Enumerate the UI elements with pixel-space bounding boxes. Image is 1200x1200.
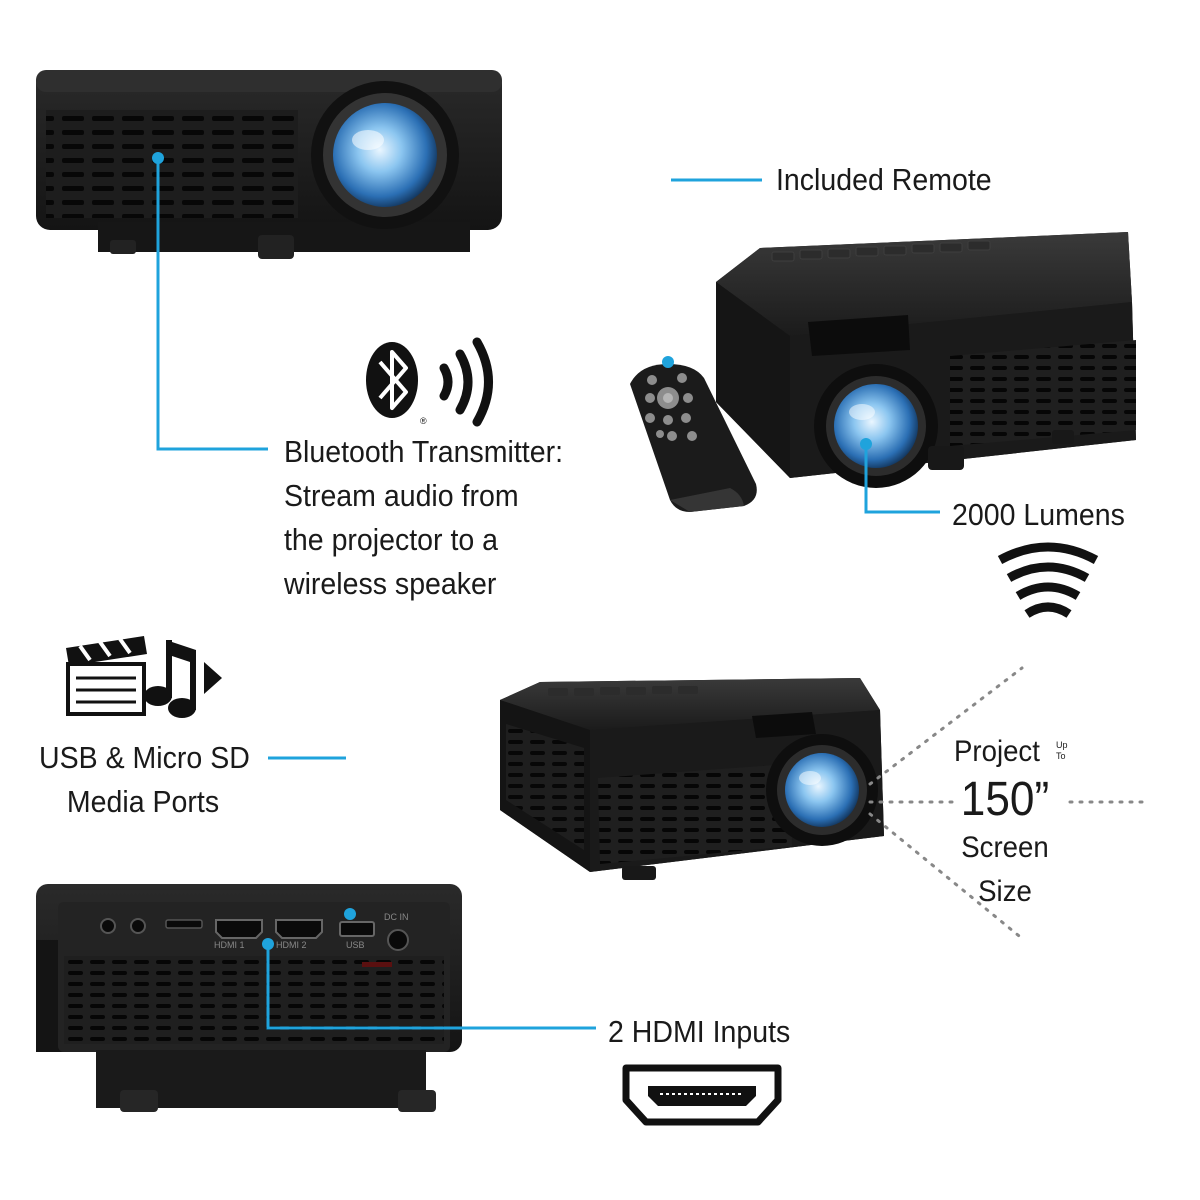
remote-callout-label: Included Remote — [776, 162, 992, 197]
projector-front-view — [36, 70, 502, 259]
remote-control — [630, 364, 757, 512]
bluetooth-callout-line-3: the projector to a — [284, 522, 499, 557]
screen-size-value: 150” — [960, 773, 1050, 826]
callout-lines — [156, 158, 940, 1030]
usb-port-label: USB — [346, 940, 365, 950]
lumens-callout-label: 2000 Lumens — [952, 497, 1125, 532]
project-label: Project — [954, 735, 1040, 768]
screen-label: Screen — [961, 831, 1049, 864]
projector-angled-view — [716, 232, 1136, 488]
bluetooth-callout-line-4: wireless speaker — [284, 566, 497, 601]
media-ports-line-1: USB & Micro SD — [39, 740, 250, 775]
bluetooth-callout-line-2: Stream audio from — [284, 478, 519, 513]
to-label: To — [1056, 751, 1066, 761]
bluetooth-callout-line-1: Bluetooth Transmitter: — [284, 434, 563, 469]
media-ports-line-2: Media Ports — [66, 784, 220, 819]
screen-size-block: Project Up To 150” Screen Size — [940, 730, 1070, 914]
dc-in-port-label: DC IN — [384, 912, 409, 922]
callout-dots — [152, 152, 872, 950]
projection-rays — [868, 666, 1147, 942]
up-label: Up — [1056, 740, 1068, 750]
media-ports-callout: USB & Micro SD Media Ports — [30, 736, 256, 824]
hdmi1-port-label: HDMI 1 — [214, 940, 245, 950]
hdmi2-port-label: HDMI 2 — [276, 940, 307, 950]
projector-side-view — [500, 678, 884, 880]
hdmi-callout-label: 2 HDMI Inputs — [608, 1014, 791, 1049]
projector-rear-view — [36, 884, 462, 1112]
bluetooth-callout: Bluetooth Transmitter: Stream audio from… — [284, 430, 587, 606]
size-label: Size — [978, 875, 1032, 908]
